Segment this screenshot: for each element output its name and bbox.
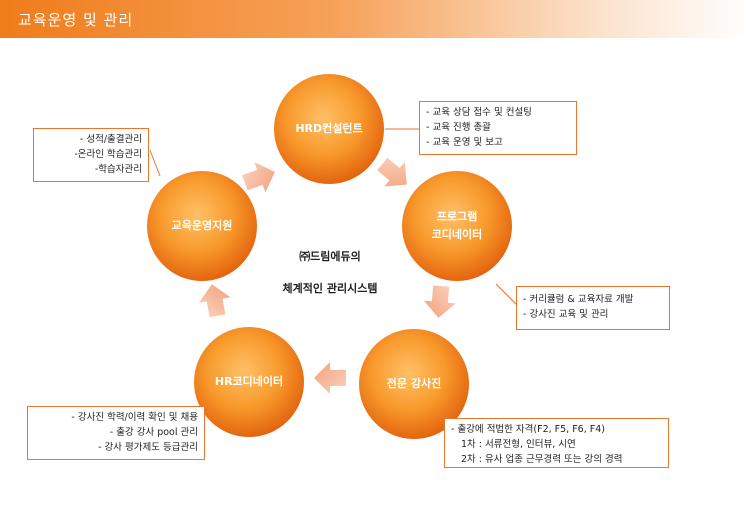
node-hr-label: HR코디네이터 [214,375,284,388]
info-box-expert: - 출강에 적법한 자격(F2, F5, F6, F4) 1차 : 서류전형, … [444,418,669,468]
info-box-expert-line: 2차 : 유사 업종 근무경력 또는 강의 경력 [461,454,623,465]
info-box-expert-line: - 출강에 적법한 자격(F2, F5, F6, F4) [451,424,605,435]
info-box-hrd-line: - 교육 운영 및 보고 [426,137,503,148]
arrow-program-to-expert [423,285,456,318]
center-line2: 체계적인 관리시스템 [282,282,378,295]
node-program-label-line2: 코디네이터 [431,228,483,241]
arrow-support-to-hrd [242,162,275,193]
info-box-support-line: - 성적/출결관리 [79,134,142,145]
info-box-support: - 성적/출결관리 -온라인 학습관리 -학습자관리 [33,128,149,182]
node-expert [359,329,469,439]
info-box-hr: - 강사진 학력/이력 확인 및 채용 - 출강 강사 pool 관리 - 강사… [27,406,205,460]
info-box-hr-line: - 강사 평가제도 등급관리 [98,442,198,453]
header-banner: 교육운영 및 관리 [0,0,750,38]
node-program [402,171,512,281]
info-box-support-line: -온라인 학습관리 [74,149,142,160]
info-box-hr-line: - 출강 강사 pool 관리 [109,427,198,438]
node-program-label-line1: 프로그램 [436,210,478,223]
node-hrd [274,74,384,184]
info-box-program: - 커리큘럼 & 교육자료 개발 - 강사진 교육 및 관리 [516,286,670,330]
connector-program [495,283,519,307]
info-box-expert-line: 1차 : 서류전형, 인터뷰, 시연 [461,439,576,450]
center-line1: ㈜드림에듀의 [299,250,361,263]
info-box-program-line: - 커리큘럼 & 교육자료 개발 [523,294,634,305]
node-expert-label: 전문 강사진 [386,377,442,390]
info-box-program-line: - 강사진 교육 및 관리 [523,309,609,320]
info-box-hrd-line: - 교육 상담 접수 및 컨설팅 [426,107,532,118]
node-program-label: 프로그램 코디네이터 [397,208,517,244]
node-hr [194,327,304,437]
info-box-hr-line: - 강사진 학력/이력 확인 및 채용 [71,412,198,423]
arrow-hr-to-support [198,284,231,318]
node-support-label: 교육운영지원 [171,219,233,232]
arrow-hrd-to-program [377,157,407,187]
node-support [147,171,257,281]
info-box-hrd: - 교육 상담 접수 및 컨설팅 - 교육 진행 총괄 - 교육 운영 및 보고 [419,101,577,155]
node-hrd-label: HRD컨설턴트 [295,122,363,135]
info-box-hrd-line: - 교육 진행 총괄 [426,122,491,133]
info-box-support-line: -학습자관리 [94,164,142,175]
connector-support [149,149,161,177]
arrow-expert-to-hr [314,362,346,394]
page-title: 교육운영 및 관리 [18,11,134,29]
